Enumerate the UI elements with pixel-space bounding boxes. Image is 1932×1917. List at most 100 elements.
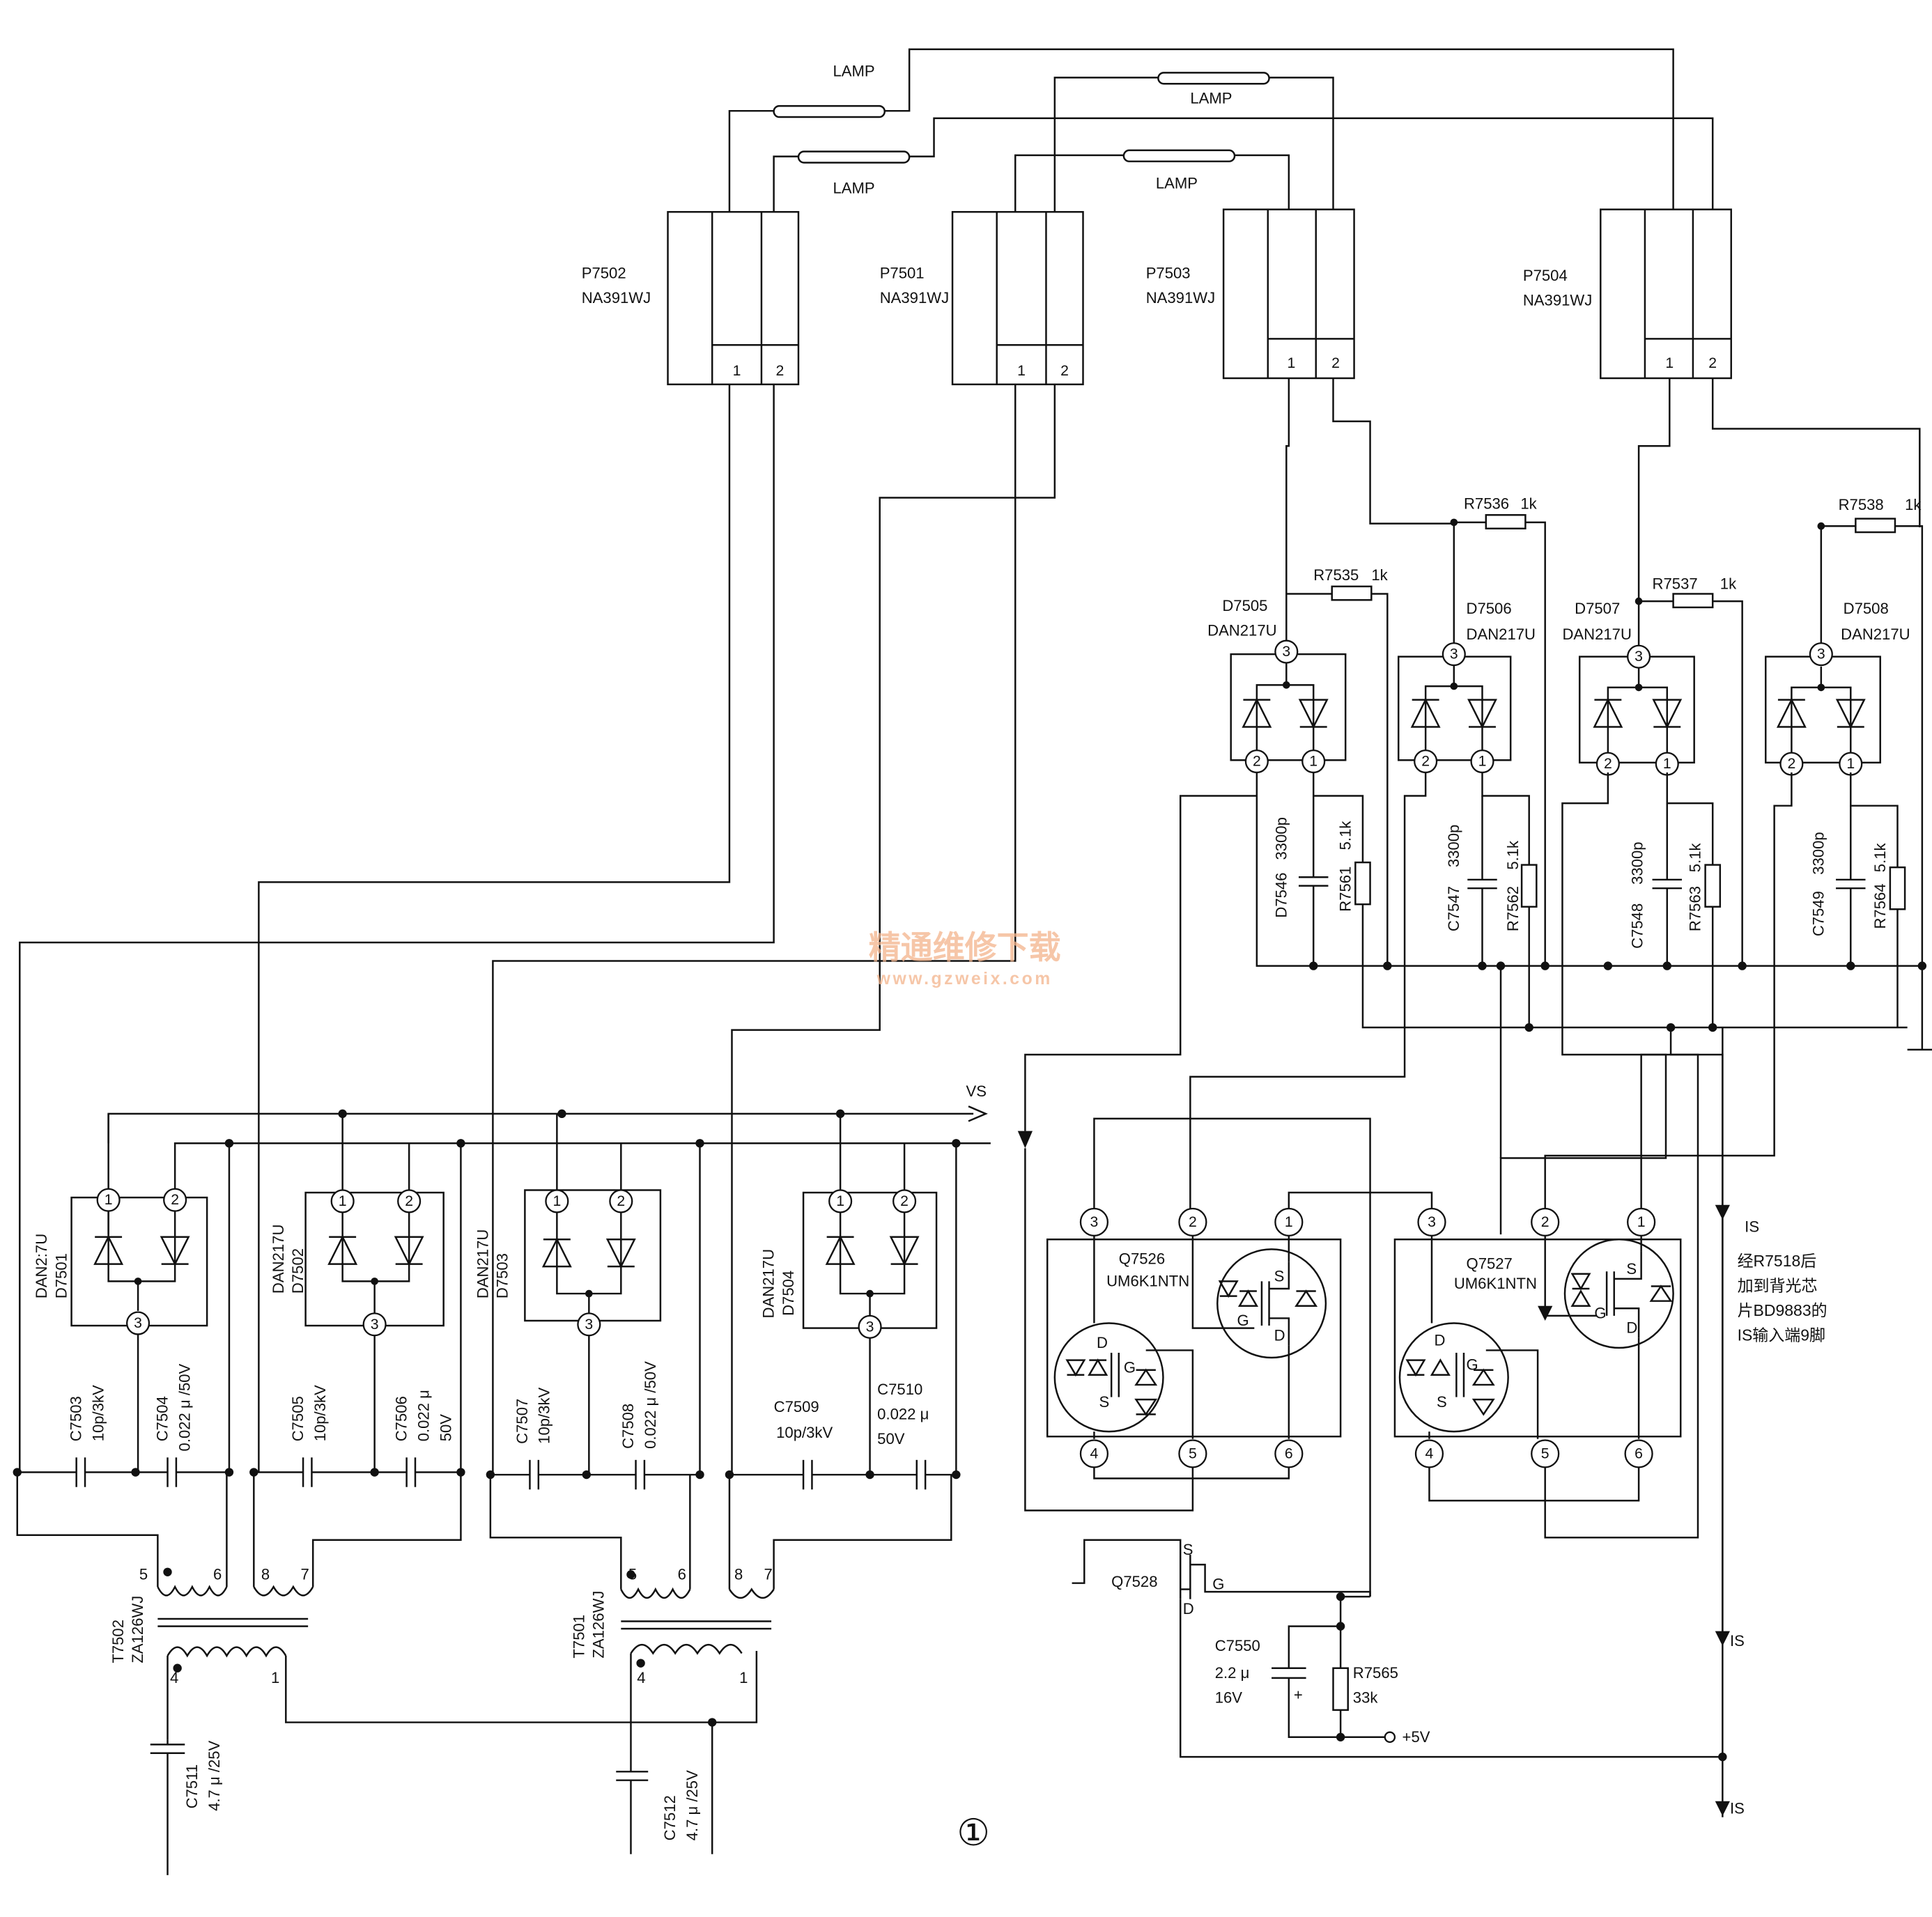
svg-text:1: 1	[339, 1193, 347, 1209]
svg-text:4.7 μ /25V: 4.7 μ /25V	[683, 1770, 701, 1840]
res-r7564-ref: R7564	[1871, 883, 1889, 929]
svg-text:G: G	[1594, 1304, 1606, 1321]
note-line-1: 经R7518后	[1738, 1252, 1817, 1270]
svg-text:1: 1	[1287, 355, 1295, 371]
is-label-3: IS	[1730, 1799, 1745, 1817]
svg-text:D7503: D7503	[494, 1253, 511, 1298]
svg-text:Q7526: Q7526	[1119, 1250, 1165, 1268]
svg-text:R7565: R7565	[1353, 1664, 1398, 1682]
svg-text:D7504: D7504	[780, 1271, 797, 1316]
svg-text:Q7527: Q7527	[1467, 1255, 1513, 1273]
svg-text:3: 3	[134, 1315, 142, 1331]
svg-text:7: 7	[764, 1565, 772, 1583]
svg-text:1: 1	[1285, 1214, 1293, 1230]
svg-text:C7550: C7550	[1215, 1637, 1260, 1654]
svg-text:T7501: T7501	[570, 1615, 587, 1659]
svg-text:1: 1	[552, 1193, 561, 1209]
res-r7562-ref: R7562	[1504, 886, 1522, 931]
svg-text:3: 3	[1635, 649, 1643, 665]
svg-text:2.2 μ: 2.2 μ	[1215, 1664, 1250, 1682]
svg-text:S: S	[1099, 1393, 1109, 1411]
connector-part: NA391WJ	[1523, 292, 1592, 309]
lamp-4-label: LAMP	[1156, 175, 1198, 192]
q7528-section: Q7528 S G D + C7550 2.2 μ 16V R7565 33k …	[1072, 1539, 1723, 1758]
supply-label: +5V	[1402, 1728, 1430, 1746]
diode-d7507: D7507 DAN217U 3 2 1	[1562, 597, 1695, 776]
svg-text:G: G	[1212, 1576, 1224, 1593]
svg-text:2: 2	[1421, 754, 1430, 770]
svg-text:C7511: C7511	[183, 1764, 201, 1808]
svg-text:2: 2	[1331, 355, 1340, 371]
svg-text:8: 8	[734, 1565, 743, 1583]
lamp-section: LAMP LAMP LAMP LAMP 1 2 P7502 NA391WJ	[582, 48, 1732, 386]
svg-text:10p/3kV: 10p/3kV	[90, 1385, 107, 1441]
watermark-url: www.gzweix.com	[876, 970, 1053, 988]
svg-text:D7502: D7502	[289, 1248, 307, 1294]
res-r7563-ref: R7563	[1687, 886, 1704, 931]
lamp-4	[1122, 149, 1236, 162]
connector-part: NA391WJ	[1146, 289, 1215, 306]
svg-text:D7505: D7505	[1222, 597, 1267, 614]
sense-section: R7535 1k R7536 1k R7537 1k R7538 1k D750…	[1017, 495, 1932, 1639]
svg-text:DAN217U: DAN217U	[270, 1225, 287, 1294]
svg-text:2: 2	[1253, 754, 1261, 770]
connector-part: NA391WJ	[582, 289, 651, 306]
is-label-2: IS	[1730, 1632, 1745, 1650]
svg-text:ZA126WJ: ZA126WJ	[129, 1596, 146, 1663]
svg-text:DAN217U: DAN217U	[1841, 626, 1910, 643]
svg-text:5.1k: 5.1k	[1871, 842, 1889, 872]
svg-text:2: 2	[617, 1193, 625, 1209]
connector-p7502: 1 2 P7502 NA391WJ	[582, 210, 800, 386]
mosfet-q7527: 3 2 1 4 5 6 Q7527 UM6K1NTN S G D D S G	[1093, 1053, 1699, 1539]
mosfet-q7526: 3 2 1 4 5 6 Q7526 UM6K1NTN S G D D S G	[1024, 1117, 1433, 1597]
svg-text:C7504: C7504	[154, 1396, 171, 1441]
svg-text:D7507: D7507	[1575, 600, 1620, 617]
hv-diode-d7503: 1 2 3 DAN217U D7503 C7507 10p/3kV C7508 …	[474, 1113, 704, 1490]
hv-diode-d7504: 1 2 3 DAN217U D7504 C7509 10p/3kV C7510 …	[725, 1113, 961, 1490]
lamp-1	[773, 104, 886, 118]
svg-text:3: 3	[1817, 646, 1825, 662]
svg-text:33k: 33k	[1353, 1689, 1379, 1706]
svg-text:G: G	[1237, 1312, 1249, 1329]
lamp-1-label: LAMP	[833, 63, 875, 80]
svg-text:2: 2	[900, 1193, 909, 1209]
svg-text:4: 4	[1425, 1445, 1434, 1461]
svg-text:2: 2	[1060, 363, 1069, 379]
svg-text:3300p: 3300p	[1628, 841, 1646, 884]
note-line-3: 片BD9883的	[1738, 1301, 1827, 1319]
svg-text:2: 2	[776, 363, 785, 379]
svg-text:3: 3	[371, 1317, 379, 1333]
diode-d7508: D7508 DAN217U 3 2 1	[1765, 522, 1910, 776]
svg-text:16V: 16V	[1215, 1689, 1243, 1706]
hv-diode-section: VS 1 2 3 DAN2:7U D7501 C7503 10	[13, 1082, 991, 1490]
svg-text:DAN217U: DAN217U	[760, 1249, 778, 1318]
svg-text:C7512: C7512	[661, 1795, 679, 1840]
svg-text:S: S	[1437, 1393, 1447, 1411]
svg-text:C7510: C7510	[877, 1381, 922, 1398]
transformer-t7502: 5 6 8 7 4 1 T7502 ZA126WJ C7511 4.7 μ /2…	[16, 1472, 758, 1875]
connector-p7503: 1 2 P7503 NA391WJ	[1146, 208, 1355, 380]
svg-text:7: 7	[301, 1565, 309, 1583]
svg-text:3: 3	[585, 1317, 593, 1333]
svg-text:D: D	[1183, 1600, 1194, 1617]
svg-text:R7538: R7538	[1839, 496, 1884, 513]
resistor-r7536: R7536 1k	[1453, 495, 1546, 966]
svg-text:UM6K1NTN: UM6K1NTN	[1454, 1275, 1537, 1292]
connector-ref: P7503	[1146, 265, 1191, 282]
note-line-4: IS输入端9脚	[1738, 1326, 1825, 1344]
svg-text:DAN217U: DAN217U	[1562, 626, 1631, 643]
svg-text:5.1k: 5.1k	[1504, 840, 1522, 870]
svg-text:Q7528: Q7528	[1111, 1573, 1157, 1590]
svg-text:DAN217U: DAN217U	[474, 1229, 491, 1298]
transformer-t7501: 5 6 8 7 4 1 T7501 ZA126WJ C7512 4.7 μ /2…	[489, 1475, 952, 1854]
svg-text:3: 3	[1450, 646, 1458, 662]
svg-text:3300p: 3300p	[1809, 832, 1827, 874]
svg-text:0.022 μ /50V: 0.022 μ /50V	[642, 1361, 659, 1449]
svg-text:4: 4	[1090, 1445, 1099, 1461]
svg-text:C7506: C7506	[393, 1396, 410, 1441]
svg-text:3: 3	[1428, 1214, 1436, 1230]
svg-text:1k: 1k	[1520, 495, 1537, 512]
svg-text:3300p: 3300p	[1272, 817, 1290, 860]
svg-text:5: 5	[1189, 1445, 1197, 1461]
svg-text:D: D	[1097, 1334, 1108, 1351]
